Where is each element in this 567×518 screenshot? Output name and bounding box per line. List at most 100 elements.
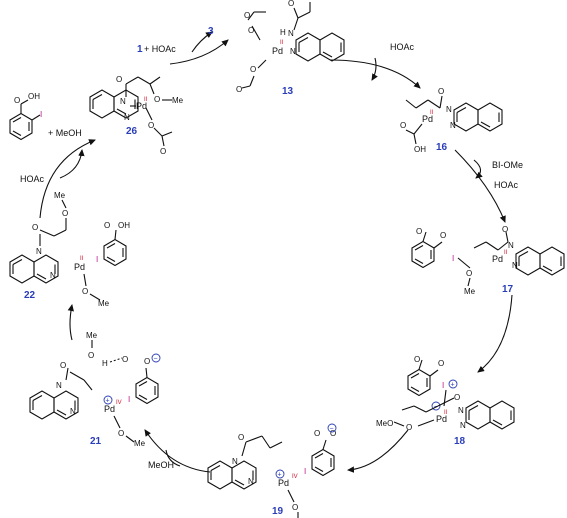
- atom-o-2: O: [414, 355, 420, 364]
- atom-o-amide: O: [502, 225, 508, 234]
- compound-18: O O I + − O N Pd II N O MeO 18: [376, 355, 515, 447]
- atom-i: I: [442, 381, 444, 390]
- atom-pd: Pd: [492, 254, 503, 264]
- svg-text:+: +: [106, 398, 110, 405]
- atom-me: Me: [464, 287, 476, 296]
- oxidation-state: II: [80, 256, 84, 262]
- atom-me-2: Me: [134, 439, 146, 448]
- atom-o-2: O: [314, 429, 320, 438]
- atom-oh: OH: [118, 221, 130, 230]
- label-hoac-left: HOAc: [20, 174, 45, 184]
- atom-n: N: [36, 247, 42, 256]
- atom-oh: OH: [28, 92, 40, 101]
- reagent-labels: 1 + HOAc 3 HOAc BI-OMe HOAc HOAc MeOH: [20, 26, 523, 470]
- atom-n: N: [232, 457, 238, 466]
- atom-o-amide: O: [288, 0, 294, 8]
- atom-n-quinoline: N: [290, 47, 296, 56]
- label-bi-ome: BI-OMe: [492, 160, 523, 170]
- arrow-13-to-16: [329, 59, 421, 89]
- atom-n-quinoline: N: [512, 261, 518, 270]
- oxidation-state: II: [444, 410, 448, 416]
- side-arrow-release-3: [191, 31, 213, 53]
- atom-o: O: [88, 351, 94, 360]
- atom-i: I: [40, 110, 42, 119]
- atom-o-carbonyl: O: [32, 223, 38, 232]
- atom-oh: OH: [414, 145, 426, 154]
- atom-o-4: O: [144, 357, 150, 366]
- atom-o: O: [244, 11, 250, 20]
- compound-17: O O I O Me Pd II N O N 17: [411, 225, 565, 296]
- label-26: 26: [126, 126, 138, 137]
- atom-h: H: [102, 359, 108, 368]
- atom-i: I: [452, 254, 454, 263]
- atom-me: Me: [54, 191, 66, 200]
- label-hoac-right: HOAc: [494, 180, 519, 190]
- atom-o-acetate-2: O: [160, 147, 166, 156]
- atom-o: O: [62, 209, 68, 218]
- atom-i: I: [304, 467, 306, 476]
- atom-n-quinoline: N: [450, 121, 456, 130]
- atom-o-3: O: [82, 287, 88, 296]
- atom-o-3: O: [60, 361, 66, 370]
- oxidation-state: II: [504, 250, 508, 256]
- atom-o-ether: O: [154, 95, 160, 104]
- atom-o-2: O: [104, 221, 110, 230]
- atom-o-2: O: [416, 227, 422, 236]
- atom-n: N: [458, 406, 464, 415]
- arrow-16-to-17: [454, 149, 506, 223]
- atom-n-quinoline: N: [248, 477, 254, 486]
- side-arrow-meoh: [165, 449, 181, 467]
- svg-text:+: +: [278, 472, 282, 479]
- atom-o: O: [440, 231, 446, 240]
- atom-n: N: [288, 29, 294, 38]
- compound-22: Me O O N N Pd II I O OH O Me 22: [9, 191, 130, 308]
- atom-o-4: O: [236, 85, 242, 94]
- atom-o: O: [438, 359, 444, 368]
- atom-o-3: O: [330, 429, 336, 438]
- compound-26: N N O O Me Pd II O O 26: [89, 75, 184, 156]
- atom-n-quinoline: N: [124, 113, 130, 122]
- atom-pd: Pd: [436, 414, 447, 424]
- compound-13: O O Pd II H N O N O O 13: [236, 0, 345, 97]
- atom-o-3: O: [466, 269, 472, 278]
- label-product-3: 3: [208, 26, 214, 37]
- svg-text:+: +: [451, 382, 455, 389]
- atom-pd: Pd: [422, 114, 433, 124]
- label-meoh-left: + MeOH: [48, 128, 82, 138]
- label-17: 17: [502, 284, 514, 295]
- atom-n: N: [446, 105, 452, 114]
- arrow-21-to-22: [67, 304, 74, 341]
- atom-o-5: O: [118, 429, 124, 438]
- arrow-26-to-13: [169, 39, 229, 65]
- label-start-1: 1: [137, 44, 143, 55]
- arrow-19-to-21: [144, 429, 211, 473]
- atom-o: O: [438, 87, 444, 96]
- label-16: 16: [436, 142, 448, 153]
- atom-o-4: O: [292, 503, 298, 512]
- oxidation-state: II: [430, 110, 434, 116]
- atom-i: I: [96, 255, 98, 264]
- svg-text:−: −: [154, 356, 158, 363]
- svg-text:−: −: [330, 426, 334, 433]
- arrow-18-to-19: [347, 429, 409, 473]
- atom-o: O: [238, 433, 244, 442]
- atom-meo: MeO: [376, 419, 393, 428]
- atom-o-3: O: [250, 65, 256, 74]
- label-22: 22: [24, 290, 36, 301]
- label-19: 19: [272, 506, 284, 517]
- atom-n: N: [56, 381, 62, 390]
- atom-pd: Pd: [136, 101, 147, 111]
- oxidation-state: II: [144, 97, 148, 103]
- atom-o-2: O: [122, 355, 128, 364]
- atom-o-amide: O: [454, 393, 460, 402]
- atom-o-3: O: [406, 423, 412, 432]
- label-18: 18: [454, 436, 466, 447]
- atom-o-2: O: [400, 121, 406, 130]
- atom-pd: Pd: [278, 478, 289, 488]
- atom-o-2: O: [248, 26, 254, 35]
- label-hoac-top: HOAc: [390, 42, 415, 52]
- oxidation-state: II: [280, 40, 284, 46]
- label-meoh-bottom: MeOH: [148, 460, 174, 470]
- side-arrow-hoac-left: [59, 149, 85, 179]
